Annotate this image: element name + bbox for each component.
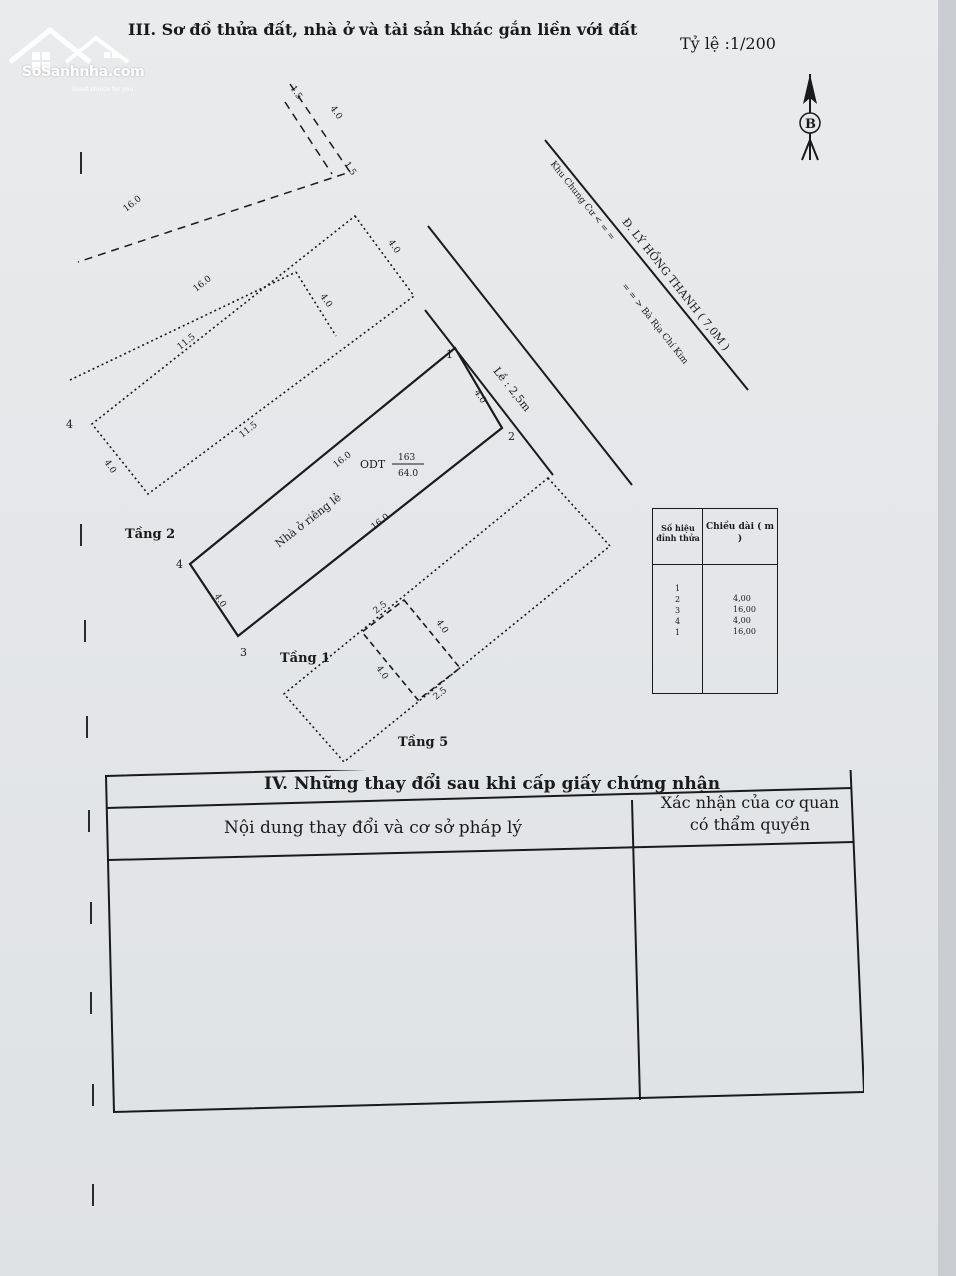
point-row: 4 bbox=[675, 617, 681, 626]
length-row: 4,00 bbox=[733, 616, 751, 625]
compass-label: B bbox=[805, 117, 816, 132]
edge-table-header-points: Số hiệu đỉnh thửa bbox=[656, 523, 700, 543]
street-direction-left: Khu Chung Cư < = = bbox=[548, 160, 617, 243]
margin-tick bbox=[84, 620, 86, 642]
margin-tick bbox=[92, 1184, 94, 1206]
point-row: 1 bbox=[675, 584, 681, 593]
parcel-area: 64.0 bbox=[398, 469, 418, 479]
vertex-4: 4 bbox=[176, 558, 183, 571]
vertex-1: 1 bbox=[446, 348, 453, 361]
street-name: Đ. LÝ HỒNG THANH ( 7,0M ) bbox=[619, 214, 734, 353]
scale-label: Tỷ lệ :1/200 bbox=[680, 34, 776, 53]
dim-top-4-0: 4.0 bbox=[328, 104, 344, 122]
dim-main-4-0b: 4.0 bbox=[212, 592, 228, 610]
length-row: 4,00 bbox=[733, 594, 751, 603]
dim-f2-11-5b: 11.5 bbox=[238, 420, 260, 440]
dim-top-1-5b: 1.5 bbox=[342, 160, 358, 178]
title-divider bbox=[106, 787, 853, 809]
column-content-header: Nội dung thay đổi và cơ sở pháp lý bbox=[224, 818, 523, 838]
header-divider bbox=[108, 841, 855, 861]
changes-table: IV. Những thay đổi sau khi cấp giấy chứn… bbox=[104, 770, 864, 1116]
dim-top-16-0: 16.0 bbox=[122, 194, 144, 214]
column-divider bbox=[631, 799, 641, 1101]
dim-f2-16-0: 16.0 bbox=[192, 274, 214, 294]
dim-main-4-0a: 4.0 bbox=[472, 388, 488, 406]
dim-f2-4-0c: 4.0 bbox=[102, 458, 118, 476]
vertex-3: 3 bbox=[240, 646, 247, 659]
margin-tick bbox=[90, 902, 92, 924]
dim-f5-4-0b: 4.0 bbox=[374, 664, 390, 682]
house-label: Nhà ở riêng lẻ bbox=[273, 491, 344, 550]
margin-tick bbox=[92, 1084, 94, 1106]
margin-tick bbox=[86, 716, 88, 738]
vertex-4-upper: 4 bbox=[66, 418, 73, 431]
street-edge-near bbox=[427, 225, 633, 486]
main-parcel bbox=[188, 346, 504, 638]
dim-f5-2-5a: 2.5 bbox=[372, 600, 390, 617]
watermark-tagline: Great choice for you bbox=[72, 86, 134, 93]
page-edge bbox=[938, 0, 956, 1276]
parcel-diagram: B Đ. LÝ HỒNG THANH ( 7,0M ) Khu Chung Cư… bbox=[66, 74, 821, 764]
floor-5-label: Tầng 5 bbox=[398, 734, 448, 750]
changes-table-border bbox=[104, 770, 864, 1114]
length-row: 16,00 bbox=[733, 627, 756, 636]
floor-1-outline bbox=[282, 476, 612, 764]
floor-2-label: Tầng 2 bbox=[125, 526, 175, 542]
dim-f2-4-0b: 4.0 bbox=[318, 292, 334, 310]
point-row: 3 bbox=[675, 606, 681, 615]
dim-main-16-0b: 16.0 bbox=[370, 512, 392, 532]
upper-dashed-outline bbox=[77, 83, 352, 263]
edge-table-lengths: 4,00 16,00 4,00 16,00 bbox=[733, 593, 756, 637]
dim-f2-4-0a: 4.0 bbox=[386, 238, 402, 256]
column-confirm-header: Xác nhận của cơ quan có thẩm quyền bbox=[660, 793, 840, 834]
sidewalk-edge bbox=[424, 309, 554, 476]
margin-tick bbox=[90, 992, 92, 1014]
vertex-2: 2 bbox=[508, 430, 515, 443]
dim-f5-4-0a: 4.0 bbox=[434, 618, 450, 636]
edge-table-header-length: Chiều dài ( m ) bbox=[705, 522, 775, 544]
watermark-brand: SoSanhnha.com bbox=[22, 64, 145, 80]
margin-tick bbox=[80, 152, 82, 174]
section-3-title: III. Sơ đồ thửa đất, nhà ở và tài sản kh… bbox=[128, 20, 638, 39]
margin-tick bbox=[80, 524, 82, 546]
floor-1-label: Tầng 1 bbox=[280, 650, 330, 666]
sidewalk-label: Lề : 2,5m bbox=[490, 365, 533, 415]
margin-tick bbox=[88, 810, 90, 832]
street-edge-far bbox=[544, 139, 749, 391]
watermark-logo bbox=[6, 22, 156, 102]
dim-top-1-5a: 1.5 bbox=[288, 84, 304, 102]
point-row: 1 bbox=[675, 628, 681, 637]
section-4-title: IV. Những thay đổi sau khi cấp giấy chứn… bbox=[264, 774, 721, 794]
land-use-code: ODT bbox=[360, 458, 386, 471]
edge-table-points: 1 2 3 4 1 bbox=[675, 583, 680, 638]
parcel-number: 163 bbox=[398, 453, 415, 463]
point-row: 2 bbox=[675, 595, 681, 604]
edge-length-table: Số hiệu đỉnh thửa Chiều dài ( m ) 1 2 3 … bbox=[652, 508, 778, 694]
north-arrow-icon: B bbox=[799, 74, 821, 161]
dim-main-16-0a: 16.0 bbox=[332, 450, 354, 470]
floor-2-outline bbox=[69, 214, 416, 496]
floor-5-outline bbox=[360, 598, 462, 702]
length-row: 16,00 bbox=[733, 605, 756, 614]
